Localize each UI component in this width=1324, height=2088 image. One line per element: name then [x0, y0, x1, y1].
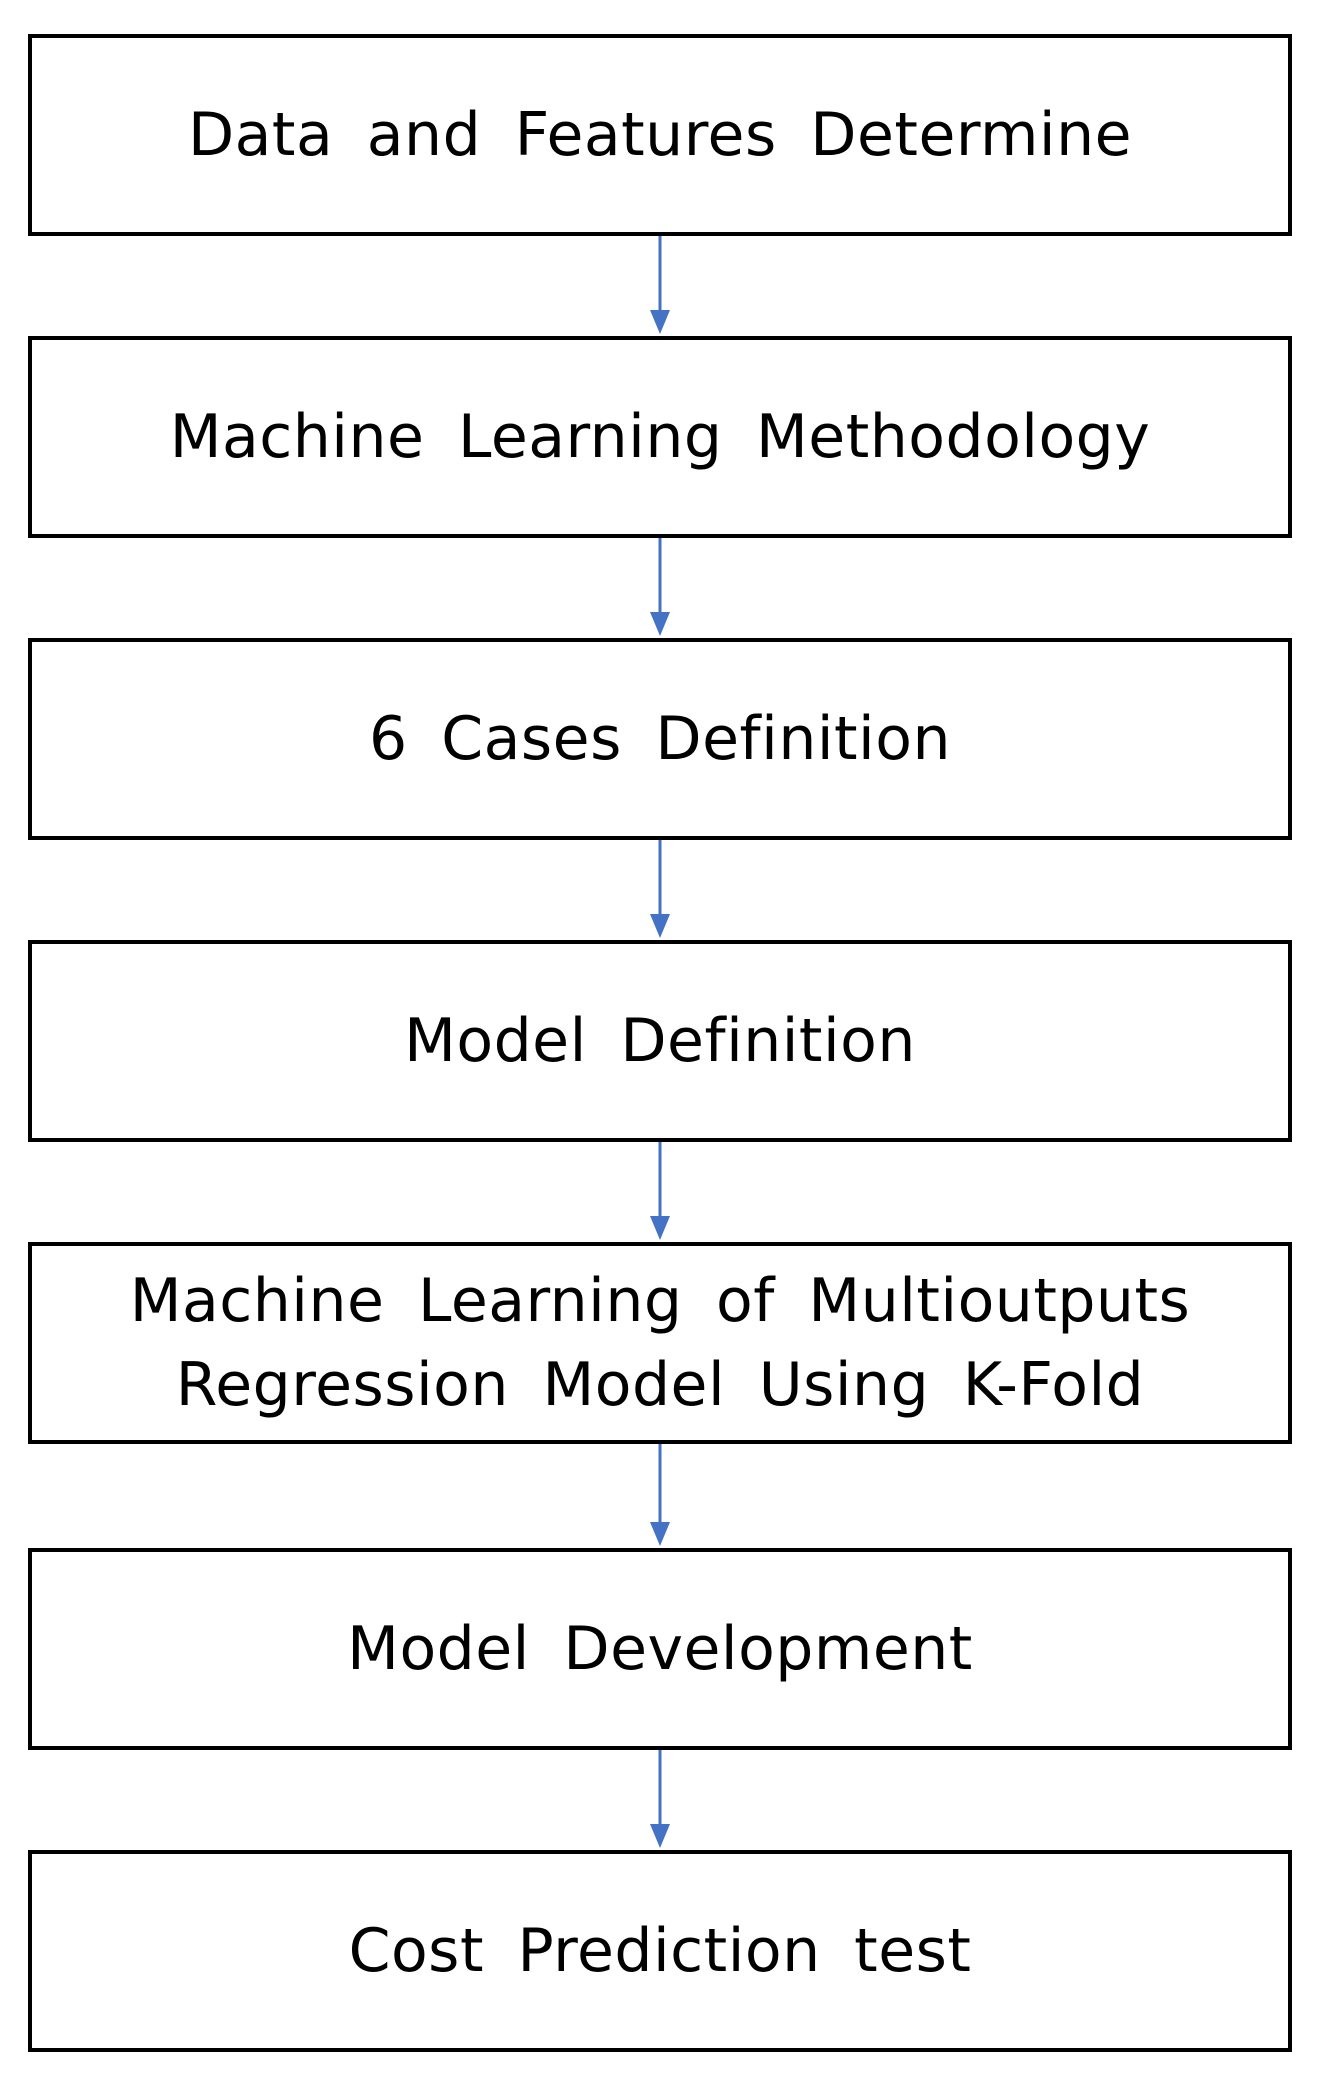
- step-label: Model Development: [347, 1614, 973, 1684]
- step-box-data-features: Data and Features Determine: [28, 34, 1292, 236]
- arrow-head: [650, 1522, 670, 1546]
- step-label: Cost Prediction test: [348, 1916, 972, 1986]
- arrow-head: [650, 914, 670, 938]
- arrow-connector-6: [650, 1750, 670, 1850]
- step-label: Data and Features Determine: [187, 100, 1133, 170]
- step-label-line-1: Machine Learning of Multioutputs: [129, 1266, 1191, 1336]
- step-box-ml-methodology: Machine Learning Methodology: [28, 336, 1292, 538]
- arrow-head: [650, 1216, 670, 1240]
- step-label-line-2: Regression Model Using K-Fold: [175, 1350, 1145, 1420]
- step-label: Machine Learning Methodology: [169, 402, 1151, 472]
- step-label: Model Definition: [404, 1006, 916, 1076]
- arrow-connector-3: [650, 840, 670, 940]
- step-box-cost-prediction: Cost Prediction test: [28, 1850, 1292, 2052]
- arrow-connector-5: [650, 1444, 670, 1548]
- arrow-connector-4: [650, 1142, 670, 1242]
- arrow-connector-1: [650, 236, 670, 336]
- step-box-model-development: Model Development: [28, 1548, 1292, 1750]
- arrow-head: [650, 612, 670, 636]
- arrow-head: [650, 1824, 670, 1848]
- step-box-model-definition: Model Definition: [28, 940, 1292, 1142]
- arrow-head: [650, 310, 670, 334]
- arrow-connector-2: [650, 538, 670, 638]
- step-label: 6 Cases Definition: [369, 704, 951, 774]
- step-box-ml-multioutputs: Machine Learning of Multioutputs Regress…: [28, 1242, 1292, 1444]
- step-box-cases-definition: 6 Cases Definition: [28, 638, 1292, 840]
